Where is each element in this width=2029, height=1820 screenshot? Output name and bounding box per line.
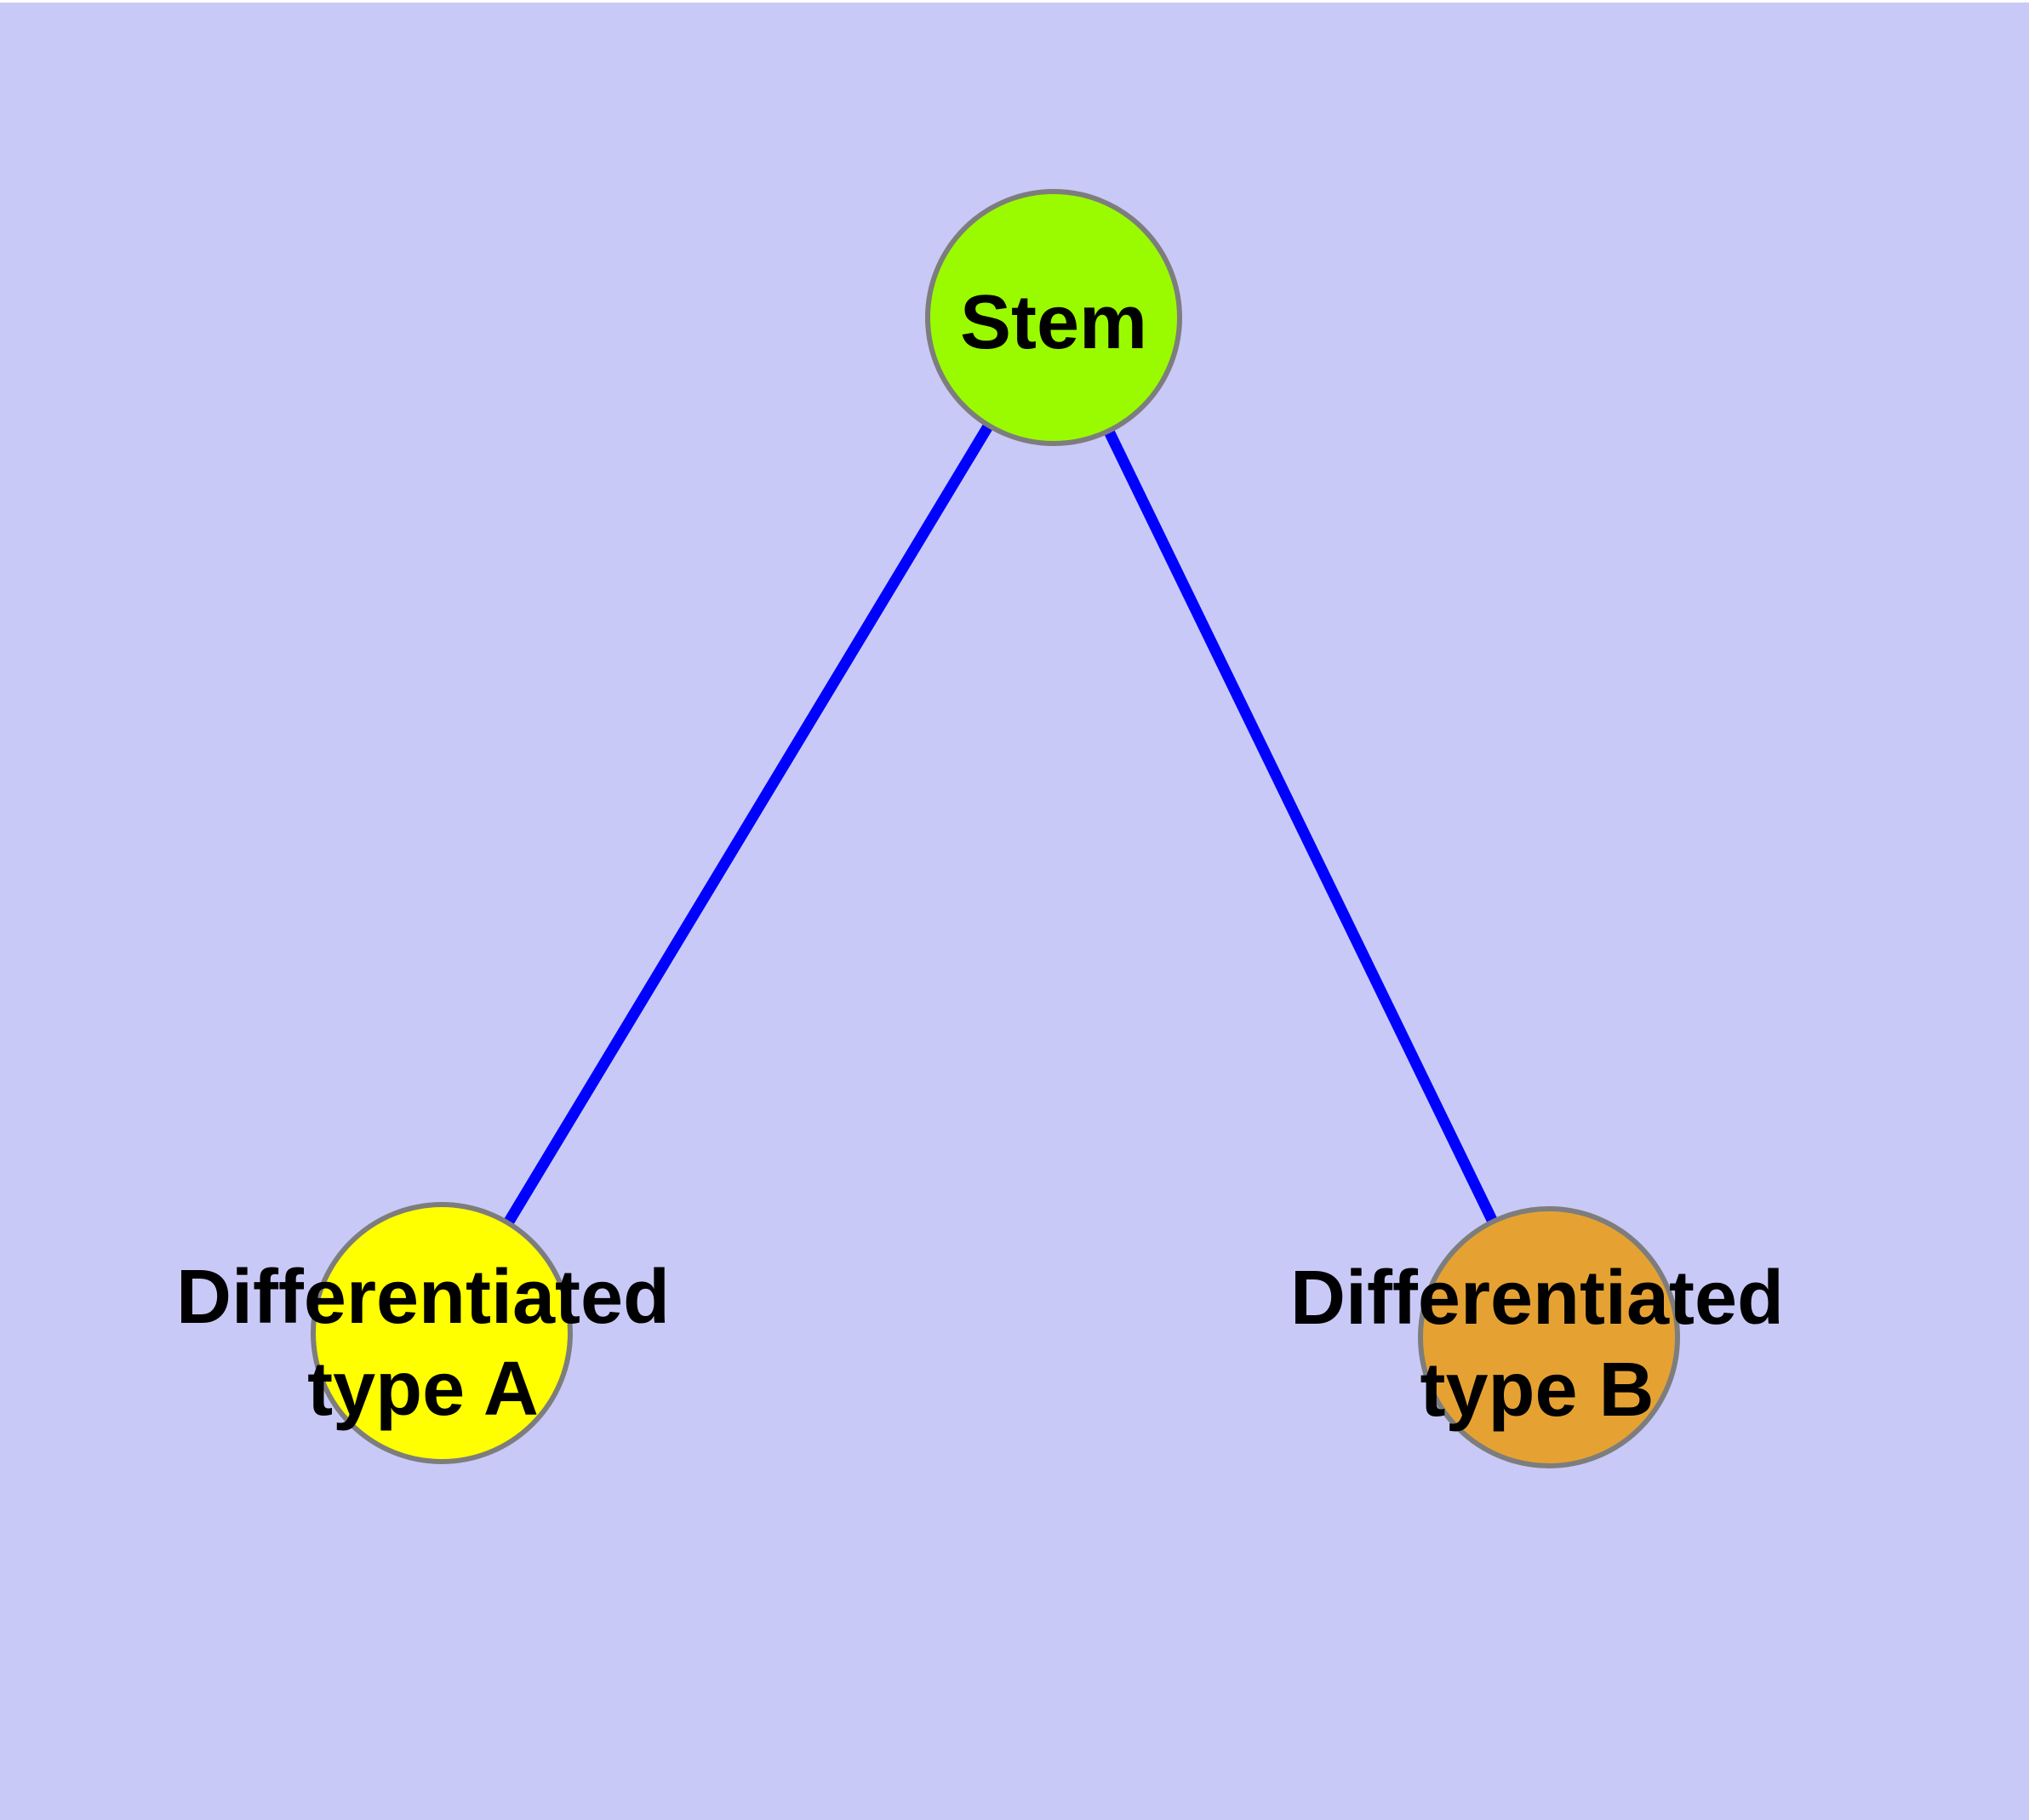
edge-stem-to-type-a: [437, 314, 1059, 1336]
node-stem: Stem: [925, 189, 1182, 446]
node-differentiated-type-b: Differentiated type B: [1290, 1206, 1784, 1468]
node-differentiated-type-b-label-line1: Differentiated: [1290, 1256, 1784, 1341]
node-stem-circle: [925, 189, 1182, 446]
node-differentiated-type-a-label-line2: type A: [307, 1347, 539, 1432]
node-differentiated-type-b-label-line2: type B: [1420, 1348, 1654, 1433]
node-stem-label: Stem: [960, 280, 1147, 365]
top-strip: [0, 0, 2029, 3]
edge-stem-to-type-b: [1049, 315, 1554, 1340]
node-differentiated-type-a-label-line1: Differentiated: [176, 1255, 670, 1340]
node-differentiated-type-b-circle: [1418, 1206, 1680, 1468]
node-differentiated-type-a-circle: [311, 1202, 573, 1464]
node-differentiated-type-a: Differentiated type A: [176, 1202, 670, 1464]
